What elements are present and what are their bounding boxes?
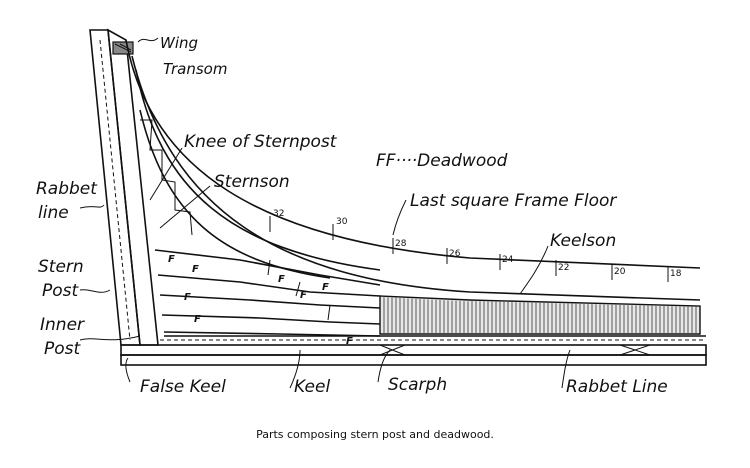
deadwood-mark: F [194, 314, 201, 325]
deadwood-mark: F [278, 274, 285, 285]
label-scarph: Scarph [388, 375, 447, 395]
frame-ticks [269, 216, 669, 282]
label-deadwood: FF····Deadwood [376, 151, 508, 171]
keel [120, 335, 707, 356]
scarph-joints [379, 344, 651, 356]
frame-number-26: 26 [449, 249, 461, 259]
label-line: line [38, 203, 69, 223]
inner-post [107, 28, 159, 346]
label-inner: Inner [40, 315, 85, 335]
label-knee-of-sternpost: Knee of Sternpost [184, 132, 338, 152]
stern-post [89, 29, 141, 346]
deadwood-mark: F [322, 282, 329, 293]
deadwood-layers [154, 249, 381, 337]
label-false-keel: False Keel [140, 377, 226, 397]
deadwood-hatched [379, 295, 701, 335]
hatch-lines [383, 297, 697, 333]
label-transom: Transom [163, 60, 227, 78]
frame-number-18: 18 [670, 269, 682, 279]
false-keel [120, 354, 707, 366]
label-keelson: Keelson [550, 231, 616, 251]
frame-number-30: 30 [336, 217, 348, 227]
figure-caption: Parts composing stern post and deadwood. [256, 428, 494, 441]
leader-lines [79, 37, 571, 389]
frame-number-24: 24 [502, 255, 514, 265]
deadwood-mark: F [184, 292, 191, 303]
deadwood-mark: F [300, 290, 307, 301]
label-stern: Stern [38, 257, 84, 277]
frame-number-28: 28 [395, 239, 407, 249]
label-inner-post: Post [44, 339, 82, 359]
label-wing: Wing [160, 34, 198, 52]
deadwood-mark: F [168, 254, 175, 265]
label-last-square-frame-floor: Last square Frame Floor [410, 191, 617, 211]
label-sternson: Sternson [214, 172, 290, 192]
deadwood-mark: F [346, 336, 353, 347]
label-post: Post [42, 281, 80, 301]
wing-transom [112, 41, 134, 55]
frame-number-22: 22 [558, 263, 569, 273]
label-rabbet: Rabbet [36, 179, 98, 199]
frame-number-32: 32 [273, 209, 284, 219]
frame-number-20: 20 [614, 267, 626, 277]
label-keel: Keel [294, 377, 330, 397]
label-rabbet-line: Rabbet Line [566, 377, 668, 397]
deadwood-mark: F [192, 264, 199, 275]
